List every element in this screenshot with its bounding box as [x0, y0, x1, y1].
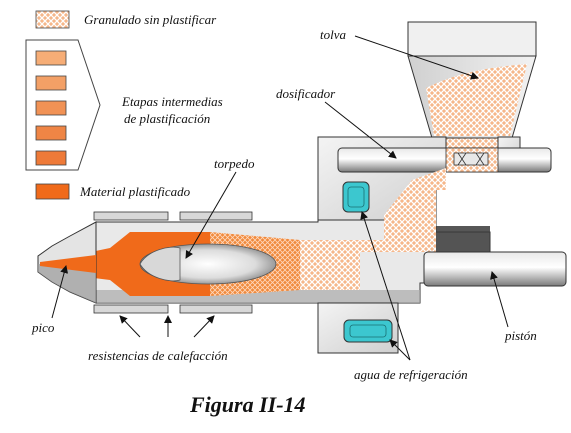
dosing-valve [453, 152, 489, 166]
nozzle-shade [38, 264, 96, 303]
material-flow [86, 168, 446, 296]
piston-rod [423, 251, 567, 287]
legend-label-plasticized: Material plastificado [80, 184, 191, 199]
leader-agua-upper [360, 211, 411, 361]
legend-swatch-stage-5 [35, 150, 67, 166]
leader-piston [490, 271, 509, 328]
leader-agua-lower [389, 339, 411, 361]
label-resistencias: resistencias de calefacción [88, 348, 228, 363]
heater-band [179, 304, 253, 314]
water-channel-upper [342, 181, 370, 213]
label-tolva: tolva [320, 27, 346, 42]
legend-swatch-stage-2 [35, 75, 67, 91]
legend-swatch-stage-4 [35, 125, 67, 141]
legend-label-granule: Granulado sin plastificar [84, 12, 217, 27]
torpedo-tip [139, 246, 181, 282]
leader-tolva [354, 35, 479, 80]
heater-band [179, 211, 253, 221]
leader-lines [51, 35, 509, 361]
cylinder-step [436, 226, 490, 252]
nozzle-channel [40, 255, 96, 273]
legend-swatch-stage-1 [35, 50, 67, 66]
heater-band [93, 304, 169, 314]
label-piston: pistón [505, 328, 537, 343]
legend-swatch-granule [35, 10, 70, 29]
label-torpedo: torpedo [214, 156, 255, 171]
cooling-water [342, 181, 393, 343]
leader-pico [51, 265, 69, 319]
legend-label-intermediate-2: de plastificación [124, 111, 211, 126]
nozzle [37, 221, 97, 304]
water-channel-lower [343, 319, 393, 343]
legend-swatch-plasticized [35, 183, 70, 200]
hopper-top [407, 21, 537, 57]
leader-resistencias-3 [193, 315, 215, 338]
dosing-rod [337, 147, 552, 173]
legend-swatch-stage-3 [35, 100, 67, 116]
granule-flow [300, 168, 446, 290]
leader-torpedo [185, 171, 237, 259]
heater-band [93, 211, 169, 221]
legend [25, 10, 101, 200]
label-pico: pico [32, 320, 55, 335]
figure-caption: Figura II-14 [190, 392, 306, 417]
leader-resistencias-1 [119, 315, 141, 338]
legend-label-intermediate-1: Etapas intermedias [122, 94, 223, 109]
label-dosificador: dosificador [276, 86, 336, 101]
hopper-granules [426, 64, 527, 136]
leader-dosificador [324, 101, 397, 159]
label-agua: agua de refrigeración [354, 367, 468, 382]
heater-bands [93, 211, 253, 314]
